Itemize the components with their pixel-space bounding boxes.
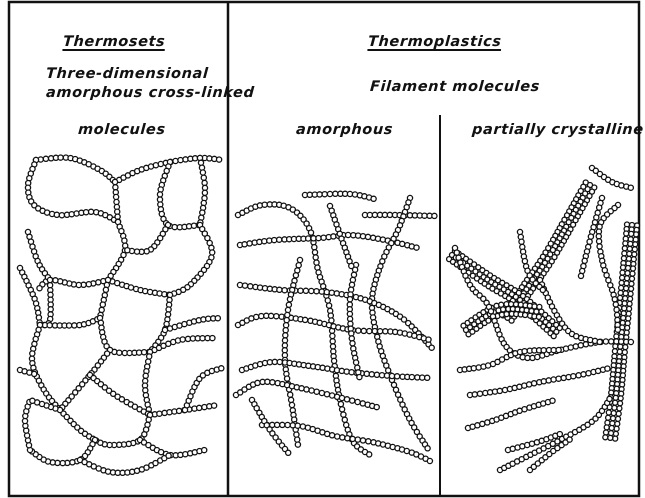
thermosets-description-line3: molecules	[77, 122, 166, 138]
partially-crystalline-diagram	[447, 165, 640, 472]
thermoplastics-subtitle: Filament molecules	[369, 79, 540, 95]
heading-thermoplastics: Thermoplastics	[367, 34, 502, 50]
label-partially-crystalline: partially crystalline	[471, 122, 644, 138]
amorphous-filaments-diagram	[233, 191, 437, 463]
crosslinked-network-diagram	[17, 155, 224, 475]
heading-thermosets: Thermosets	[62, 34, 165, 50]
label-amorphous: amorphous	[295, 122, 393, 138]
thermosets-description-line1: Three-dimensional	[45, 66, 209, 82]
thermosets-description-line2: amorphous cross-linked	[45, 85, 255, 101]
